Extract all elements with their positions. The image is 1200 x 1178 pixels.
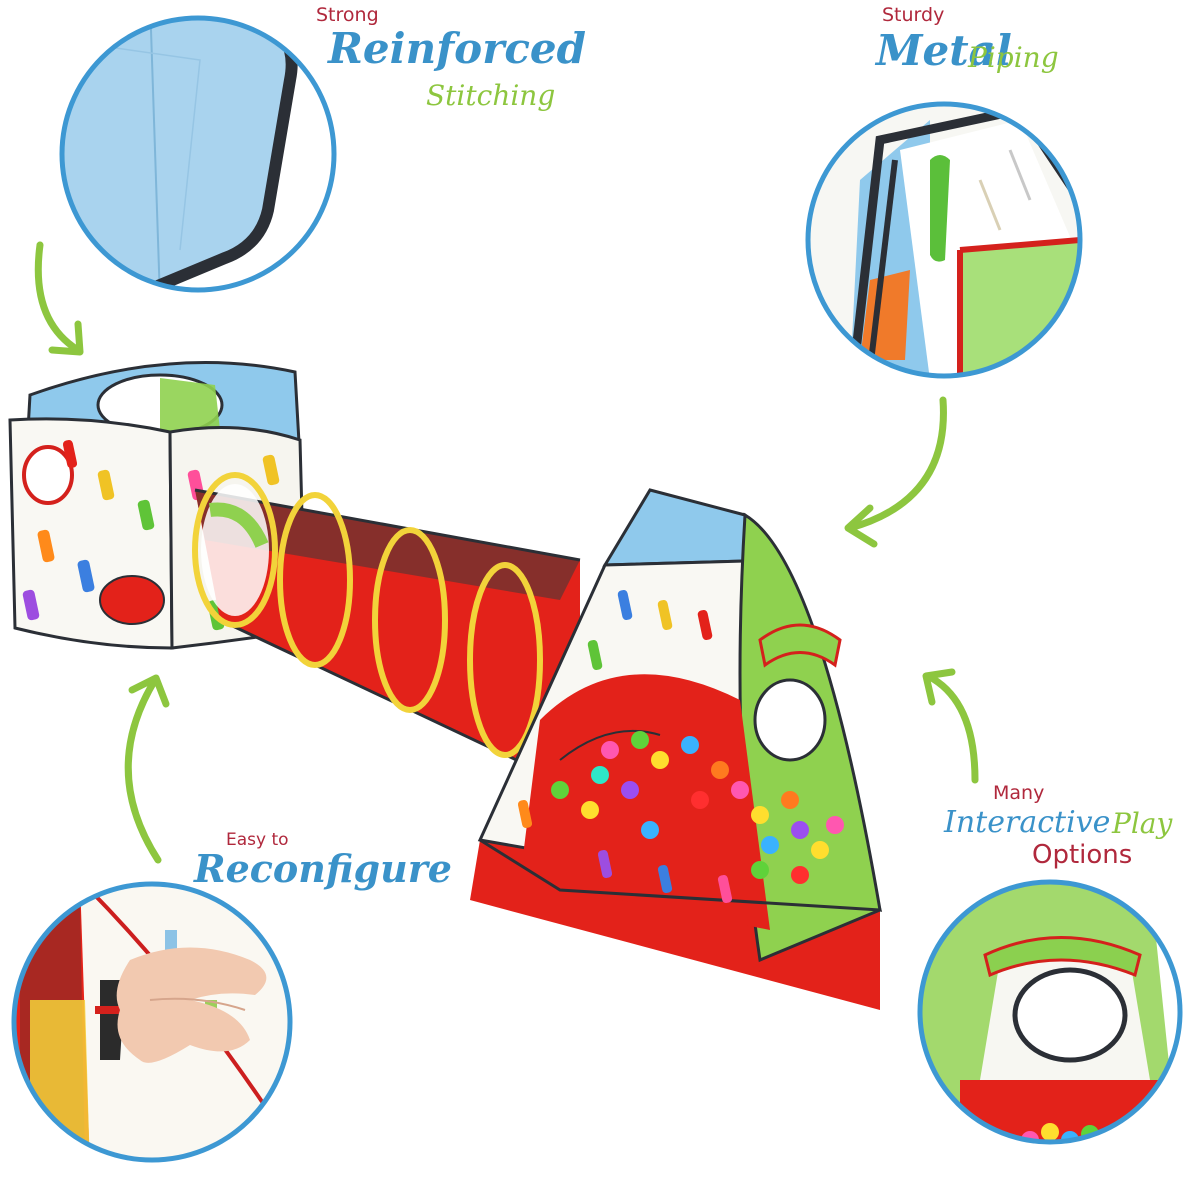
interactive-caption-line2: Interactive bbox=[944, 805, 1111, 840]
stitching-caption-line1: Strong bbox=[316, 4, 379, 26]
reconfigure-caption-line2: Reconfigure bbox=[194, 846, 452, 891]
piping-caption-line1: Sturdy bbox=[882, 4, 945, 26]
piping-caption-line3: Piping bbox=[968, 41, 1059, 74]
interactive-caption-line1: Many bbox=[993, 782, 1045, 804]
cube-tent bbox=[8, 361, 307, 650]
triangle-tent bbox=[470, 488, 883, 1010]
reconfigure-detail-circle bbox=[11, 881, 293, 1163]
arrow-to-cube-tent bbox=[34, 241, 84, 356]
interactive-caption-line3: Play bbox=[1112, 807, 1173, 840]
piping-caption-line2: Metal bbox=[876, 26, 1012, 75]
reconfigure-caption-line1: Easy to bbox=[226, 830, 289, 850]
circle-border bbox=[11, 881, 293, 1163]
circle-border bbox=[917, 879, 1183, 1145]
circle-border bbox=[805, 101, 1083, 379]
arrow-to-triangle-door bbox=[922, 668, 979, 784]
arrow-to-cube-base bbox=[124, 674, 170, 864]
interactive-caption-line4: Options bbox=[1032, 840, 1133, 870]
stitching-caption-line3: Stitching bbox=[426, 79, 556, 112]
stitching-detail-circle bbox=[59, 15, 337, 293]
interactive-detail-circle bbox=[917, 879, 1183, 1145]
ball-pit-balls bbox=[551, 731, 844, 884]
stitching-caption-line2: Reinforced bbox=[328, 24, 586, 73]
play-tunnel bbox=[192, 472, 581, 792]
circle-border bbox=[59, 15, 337, 293]
arrow-to-triangle-tent bbox=[844, 396, 947, 548]
piping-detail-circle bbox=[805, 101, 1083, 379]
